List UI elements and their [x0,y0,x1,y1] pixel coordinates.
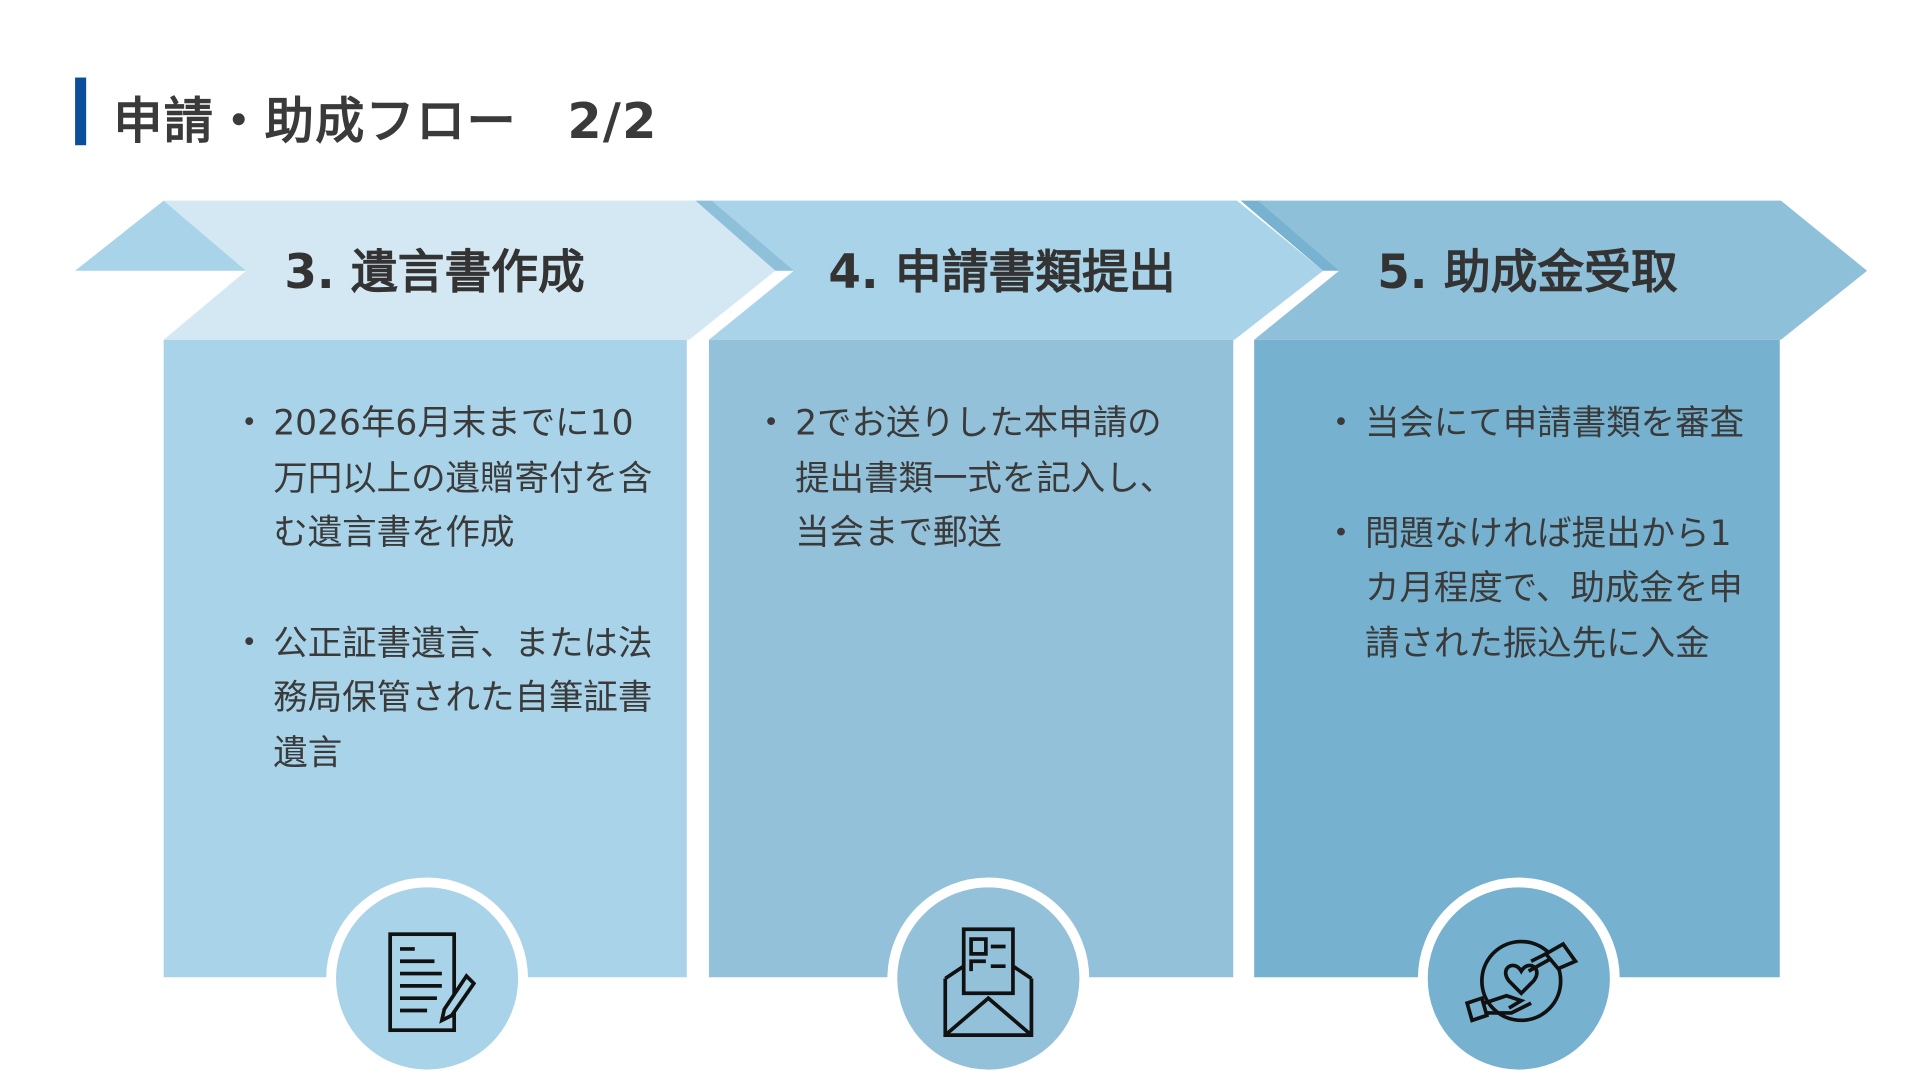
step-3-icon-circle [326,877,529,1080]
header-step-5-shadow [1240,200,1345,271]
header-step-4-shadow [695,200,798,271]
header-step-5 [1254,200,1868,340]
bullet-text: 2026年6月末までに10万円以上の遺贈寄付を含む遺言書を作成 [273,402,653,553]
bullet-text: 当会にて申請書類を審査 [1364,402,1745,444]
envelope-letter-icon [943,927,1034,1037]
step-3-body: 2026年6月末までに10万円以上の遺贈寄付を含む遺言書を作成 公正証書遺言、ま… [241,396,666,835]
bullet-text: 問題なければ提出から1カ月程度で、助成金を申請された振込先に入金 [1364,512,1743,663]
hands-heart-icon [1464,939,1579,1023]
arrow-tail [75,200,247,271]
step-4-icon-circle [887,877,1090,1080]
header-step-4 [708,200,1324,340]
page-title: 申請・助成フロー 2/2 [113,93,658,151]
step-5-icon-circle [1417,877,1620,1080]
header-step-3 [163,200,776,340]
title-accent-bar [75,77,87,146]
bullet-item: 当会にて申請書類を審査 [1333,396,1758,451]
bullet-item: 2でお送りした本申請の提出書類一式を記入し、当会まで郵送 [763,396,1188,560]
document-pen-icon [388,932,477,1033]
step-5-heading: 5. 助成金受取 [1377,244,1678,300]
step-5-body: 当会にて申請書類を審査 問題なければ提出から1カ月程度で、助成金を申請された振込… [1333,396,1758,726]
step-4-heading: 4. 申請書類提出 [828,244,1176,300]
bullet-text: 2でお送りした本申請の提出書類一式を記入し、当会まで郵送 [795,402,1175,553]
step-4-body: 2でお送りした本申請の提出書類一式を記入し、当会まで郵送 [763,396,1188,616]
step-3-heading: 3. 遺言書作成 [284,244,585,300]
bullet-item: 問題なければ提出から1カ月程度で、助成金を申請された振込先に入金 [1333,506,1758,670]
bullet-item: 2026年6月末までに10万円以上の遺贈寄付を含む遺言書を作成 [241,396,666,560]
bullet-text: 公正証書遺言、または法務局保管された自筆証書遺言 [273,622,653,773]
bullet-item: 公正証書遺言、または法務局保管された自筆証書遺言 [241,616,666,780]
